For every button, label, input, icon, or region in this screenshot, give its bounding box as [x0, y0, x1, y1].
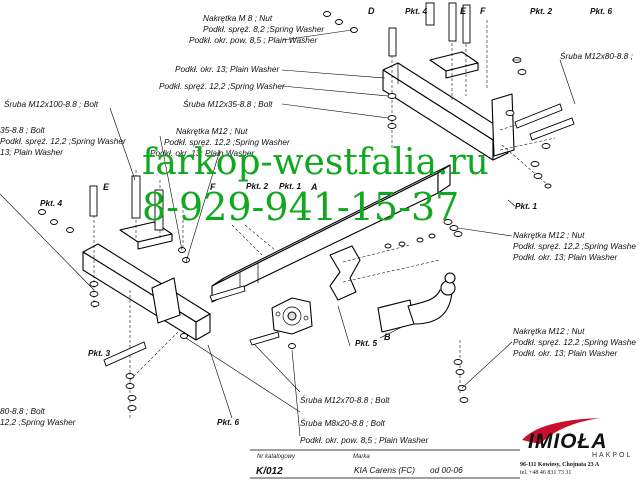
- pkt-1-right: Pkt. 1: [515, 201, 538, 211]
- label-bolt-m12x70: Śruba M12x70-8.8 ; Bolt: [300, 394, 390, 405]
- vehicle-year: od 00-06: [430, 465, 463, 475]
- label-bolt-m12x35: Śruba M12x35-8.8 ; Bolt: [183, 98, 273, 109]
- part-letters: D E F E F A B: [103, 6, 486, 342]
- letter-b: B: [384, 332, 391, 342]
- letter-f-left: F: [210, 182, 216, 192]
- label-left-bolt-35: 35-8.8 ; Bolt: [0, 125, 45, 135]
- watermark-site: farkop-westfalia.ru: [142, 142, 489, 183]
- main-crossbar: [211, 164, 451, 303]
- label-spring-122-mid: Podkł. spręż. 12,2 ;Spring Washer: [164, 137, 291, 147]
- logo-swoosh-icon: [522, 418, 600, 444]
- label-plain-13-mid: Podkł. okr. 13; Plain Washer: [150, 148, 255, 158]
- label-left-spring-122: Podkł. spręż. 12,2 ;Spring Washer: [0, 136, 127, 146]
- left-bolts: [38, 175, 296, 411]
- label-plain-85-bottom: Podkł. okr. pow. 8,5 ; Plain Washer: [300, 435, 429, 445]
- letter-f-top: F: [480, 6, 486, 16]
- logo-sub: HAKPOL: [592, 452, 632, 459]
- top-right-bracket: [382, 14, 556, 186]
- socket-plate: [271, 297, 313, 335]
- pkt-4-left: Pkt. 4: [40, 198, 63, 208]
- label-left-spring-bottom: 12,2 ;Spring Washer: [0, 417, 77, 427]
- letter-a: A: [310, 182, 318, 192]
- label-left-bolt-80: 80-8.8 ; Bolt: [0, 406, 45, 416]
- company-address: 96-111 Kowiesy, Chojnata 23 A: [520, 462, 600, 468]
- letter-d: D: [368, 6, 375, 16]
- label-left-plain-13: 13; Plain Washer: [0, 147, 64, 157]
- pkt-3: Pkt. 3: [88, 348, 111, 358]
- catalog-number: K/012: [256, 466, 283, 477]
- label-bolt-m8x20: Śruba M8x20-8.8 ; Bolt: [300, 417, 386, 428]
- pkt-5: Pkt. 5: [355, 338, 378, 348]
- label-plain-13-right2: Podkł. okr. 13; Plain Washer: [513, 348, 618, 358]
- label-plain-washer-13-top: Podkł. okr. 13; Plain Washer: [175, 64, 280, 74]
- label-nut-m8: Nakrętka M 8 ; Nut: [203, 13, 273, 23]
- label-plain-washer-85-top: Podkł. okr. pow. 8,5 ; Plain Washer: [189, 35, 318, 45]
- watermark-phone: 8-929-941-15-37: [142, 185, 459, 229]
- pkt-4-top: Pkt. 4: [405, 6, 428, 16]
- label-plain-13-right1: Podkł. okr. 13; Plain Washer: [513, 252, 618, 262]
- pkt-6-top: Pkt. 6: [590, 6, 613, 16]
- label-nut-m12-right2: Nakrętka M12 ; Nut: [513, 326, 585, 336]
- callout-labels: Nakrętka M 8 ; Nut Podkł. spręż. 8,2 ;Sp…: [0, 13, 636, 445]
- pkt-2-top: Pkt. 2: [530, 6, 553, 16]
- top-bolts: [323, 2, 575, 189]
- brand-label: Marka: [353, 454, 370, 460]
- label-spring-washer-82: Podkł. spręż. 8,2 ;Spring Washer: [203, 24, 325, 34]
- imiola-logo: IMIOŁA HAKPOL 96-111 Kowiesy, Chojnata 2…: [520, 418, 632, 476]
- label-nut-m12-mid: Nakrętka M12 ; Nut: [176, 126, 248, 136]
- logo-name: IMIOŁA: [528, 430, 608, 453]
- vehicle-model: KIA Carens (FC): [354, 465, 415, 475]
- label-spring-washer-122-top: Podkł. spręż. 12,2 ;Spring Washer: [159, 81, 286, 91]
- point-labels: Pkt. 4 Pkt. 2 Pkt. 6 Pkt. 1 Pkt. 4 Pkt. …: [40, 6, 613, 427]
- watermark: farkop-westfalia.ru 8-929-941-15-37: [142, 142, 489, 229]
- leader-lines: [0, 29, 576, 437]
- drop-bracket: [329, 244, 461, 395]
- label-nut-m12-right1: Nakrętka M12 ; Nut: [513, 230, 585, 240]
- label-bolt-m12x80-right: Śruba M12x80-8.8 ;: [560, 50, 634, 61]
- label-bolt-m12x100: Śruba M12x100-8.8 ; Bolt: [4, 98, 99, 109]
- label-spring-122-right2: Podkł. spręż. 12,2 ;Spring Washe: [513, 337, 636, 347]
- pkt-6-bottom: Pkt. 6: [217, 417, 240, 427]
- catalog-label: Nr katalogowy: [257, 454, 296, 460]
- company-phone: tel. +48 46 831 73 31: [520, 470, 571, 476]
- footer-info: Nr katalogowy K/012 Marka KIA Carens (FC…: [250, 449, 520, 479]
- label-spring-122-right1: Podkł. spręż. 12,2 ;Spring Washe: [513, 241, 636, 251]
- pkt-1-mid: Pkt. 1: [279, 181, 302, 191]
- pkt-2-mid: Pkt. 2: [246, 181, 269, 191]
- letter-e-top: E: [460, 6, 467, 16]
- letter-e-left: E: [103, 182, 110, 192]
